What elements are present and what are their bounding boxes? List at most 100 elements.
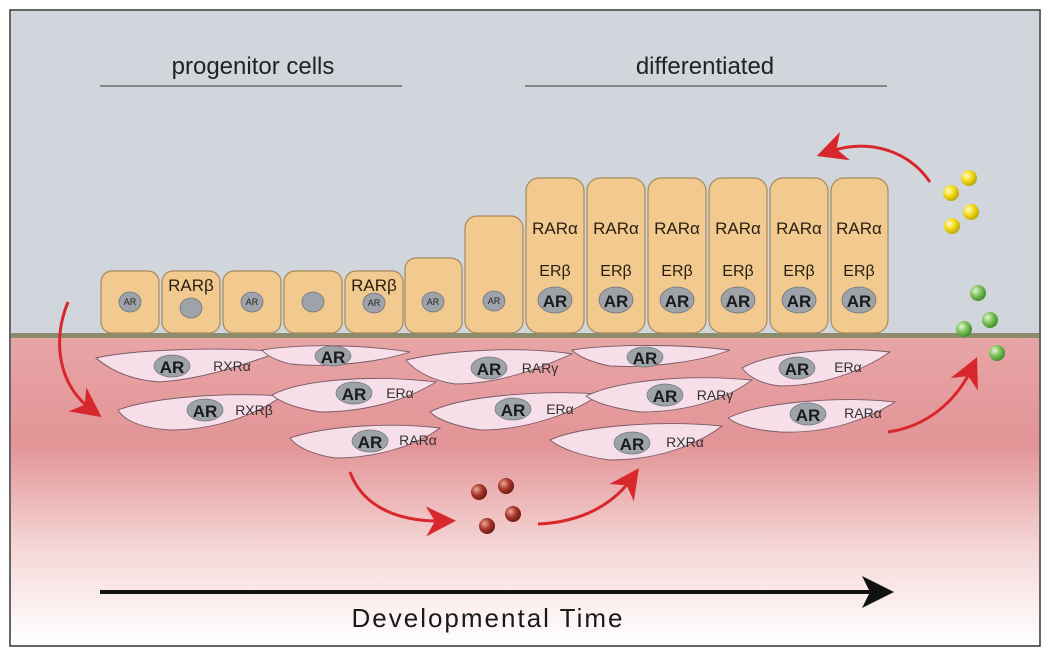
nucleus-label: AR [620,435,645,454]
nucleus [153,354,191,378]
basement-membrane [11,333,1039,338]
stromal-cell: AR ERα [271,377,438,413]
stromal-cell: AR RARγ [585,377,754,413]
nucleus-label: AR [543,292,568,311]
nucleus-label: AR [160,358,185,377]
yellow-molecule [963,204,979,220]
receptor-label: RARγ [522,360,559,376]
stromal-cell: AR RXRα [549,423,724,461]
signal-arrow-yellow-to-epithelium [816,131,932,183]
nucleus-label: AR [246,297,259,307]
nucleus [537,286,573,314]
receptor-label: RARα [844,405,882,421]
nucleus [841,286,877,314]
nucleus-label: AR [604,292,629,311]
nucleus-label: AR [653,387,678,406]
nucleus-label: AR [342,385,367,404]
nucleus-label: AR [501,401,526,420]
differentiated-cell: RARα ERβ AR [708,177,768,334]
stroma-region [11,337,1039,645]
nucleus [720,286,756,314]
nucleus-label: AR [193,402,218,421]
nucleus-label: AR [321,348,346,367]
nucleus [362,292,386,314]
progenitor-cell [283,270,343,334]
signal-arrow-stroma-to-green [887,357,978,434]
nucleus [351,429,389,453]
receptor-label: ERα [546,401,574,417]
nucleus-label: AR [124,297,137,307]
stromal-cell: AR ERα [429,392,602,431]
receptor-label: RXRβ [235,402,273,418]
red-molecule [505,506,521,522]
stromal-cell: AR RARα [289,424,442,459]
stromal-cell: AR RXRβ [117,394,284,431]
nucleus-label: AR [427,297,440,307]
receptor-label: ERβ [661,263,692,280]
differentiated-cell: RARα ERβ AR [830,177,889,334]
receptor-label: RXRα [666,434,704,450]
nucleus [240,291,264,313]
receptor-label: ERβ [600,263,631,280]
receptor-label: ERβ [722,263,753,280]
stromal-cell: AR [571,345,731,368]
receptor-label: RARα [593,219,639,238]
differentiated-cell: RARα ERβ AR [586,177,646,334]
receptor-label: RARγ [697,387,734,403]
signal-arrow-stroma-to-molecules [348,471,456,537]
time-label: Developmental Time [352,603,625,633]
receptor-label: RARβ [351,276,397,295]
receptor-label: RARβ [168,276,214,295]
signal-arrow-epithelium-to-stroma [58,301,102,418]
yellow-molecule [944,218,960,234]
red-molecule [471,484,487,500]
nucleus [494,397,532,421]
nucleus [613,431,651,455]
receptor-label: RARα [399,432,437,448]
nucleus-label: AR [368,298,381,308]
receptor-label: RARα [654,219,700,238]
stromal-cell: AR RARγ [405,349,574,385]
green-molecule [970,285,986,301]
nucleus-label: AR [477,360,502,379]
nucleus [421,291,445,313]
nucleus [778,356,816,380]
nucleus-label: AR [665,292,690,311]
nucleus [789,402,827,426]
nucleus [598,286,634,314]
nucleus-label: AR [847,292,872,311]
stromal-cell: AR [261,345,411,367]
yellow-molecule [943,185,959,201]
yellow-molecule [961,170,977,186]
receptor-label: RARα [532,219,578,238]
nucleus [179,297,203,319]
receptor-label: ERβ [843,263,874,280]
red-molecule [498,478,514,494]
differentiated-cell: RARα ERβ AR [769,177,829,334]
receptor-label: RXRα [213,358,251,374]
progenitor-cell: RARβ AR [344,270,404,334]
green-molecule [982,312,998,328]
green-molecule [989,345,1005,361]
nucleus-label: AR [796,406,821,425]
receptor-label: ERβ [539,263,570,280]
nucleus [470,356,508,380]
differentiated-cell: RARα ERβ AR [647,177,707,334]
signal-arrow-molecules-to-stroma [537,468,639,526]
receptor-label: ERα [834,359,862,375]
nucleus-label: AR [785,360,810,379]
progenitor-cell: RARβ [161,270,221,334]
receptor-label: ERβ [783,263,814,280]
stromal-cell: AR RARα [727,399,897,433]
nucleus-label: AR [488,296,501,306]
nucleus [482,290,506,312]
differentiated-header: differentiated [636,53,774,80]
nucleus-label: AR [633,349,658,368]
progenitor-cell: AR [464,215,524,334]
red-molecule [479,518,495,534]
receptor-label: RARα [836,219,882,238]
nucleus-label: AR [726,292,751,311]
nucleus [626,346,664,368]
progenitor-cell: AR [100,270,160,334]
